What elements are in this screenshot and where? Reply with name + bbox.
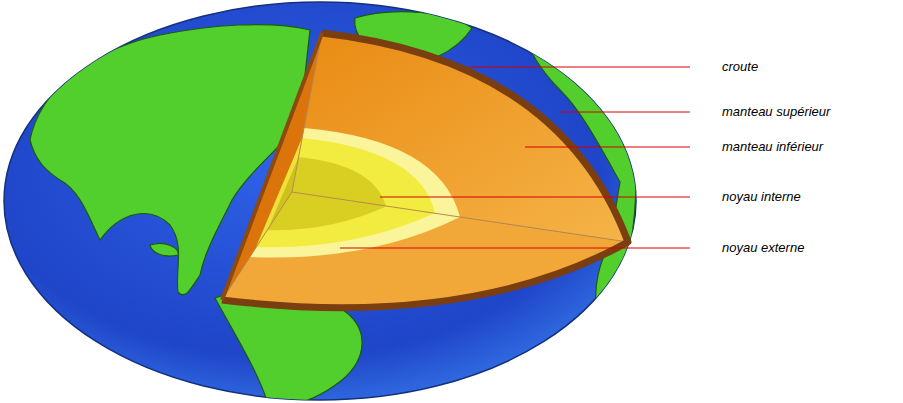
crust-edge <box>222 33 322 300</box>
inner-core <box>268 157 387 230</box>
leader-line <box>560 112 690 113</box>
leader-line <box>340 248 690 249</box>
globe <box>4 2 636 403</box>
outer-core-rim <box>250 128 460 258</box>
part-label: manteau supérieur <box>722 103 830 121</box>
part-label: noyau interne <box>722 188 801 206</box>
caribbean <box>150 243 178 256</box>
part-label: manteau inférieur <box>722 138 823 156</box>
section-edges <box>222 33 628 300</box>
part-label: croute <box>722 58 758 76</box>
part-label: noyau externe <box>722 239 804 257</box>
leader-line <box>380 197 690 198</box>
crust <box>222 33 628 308</box>
leader-lines <box>340 67 690 248</box>
outer-core <box>256 138 435 247</box>
leader-line <box>470 67 690 68</box>
leader-line <box>525 147 690 148</box>
earth-cutaway <box>222 33 628 308</box>
